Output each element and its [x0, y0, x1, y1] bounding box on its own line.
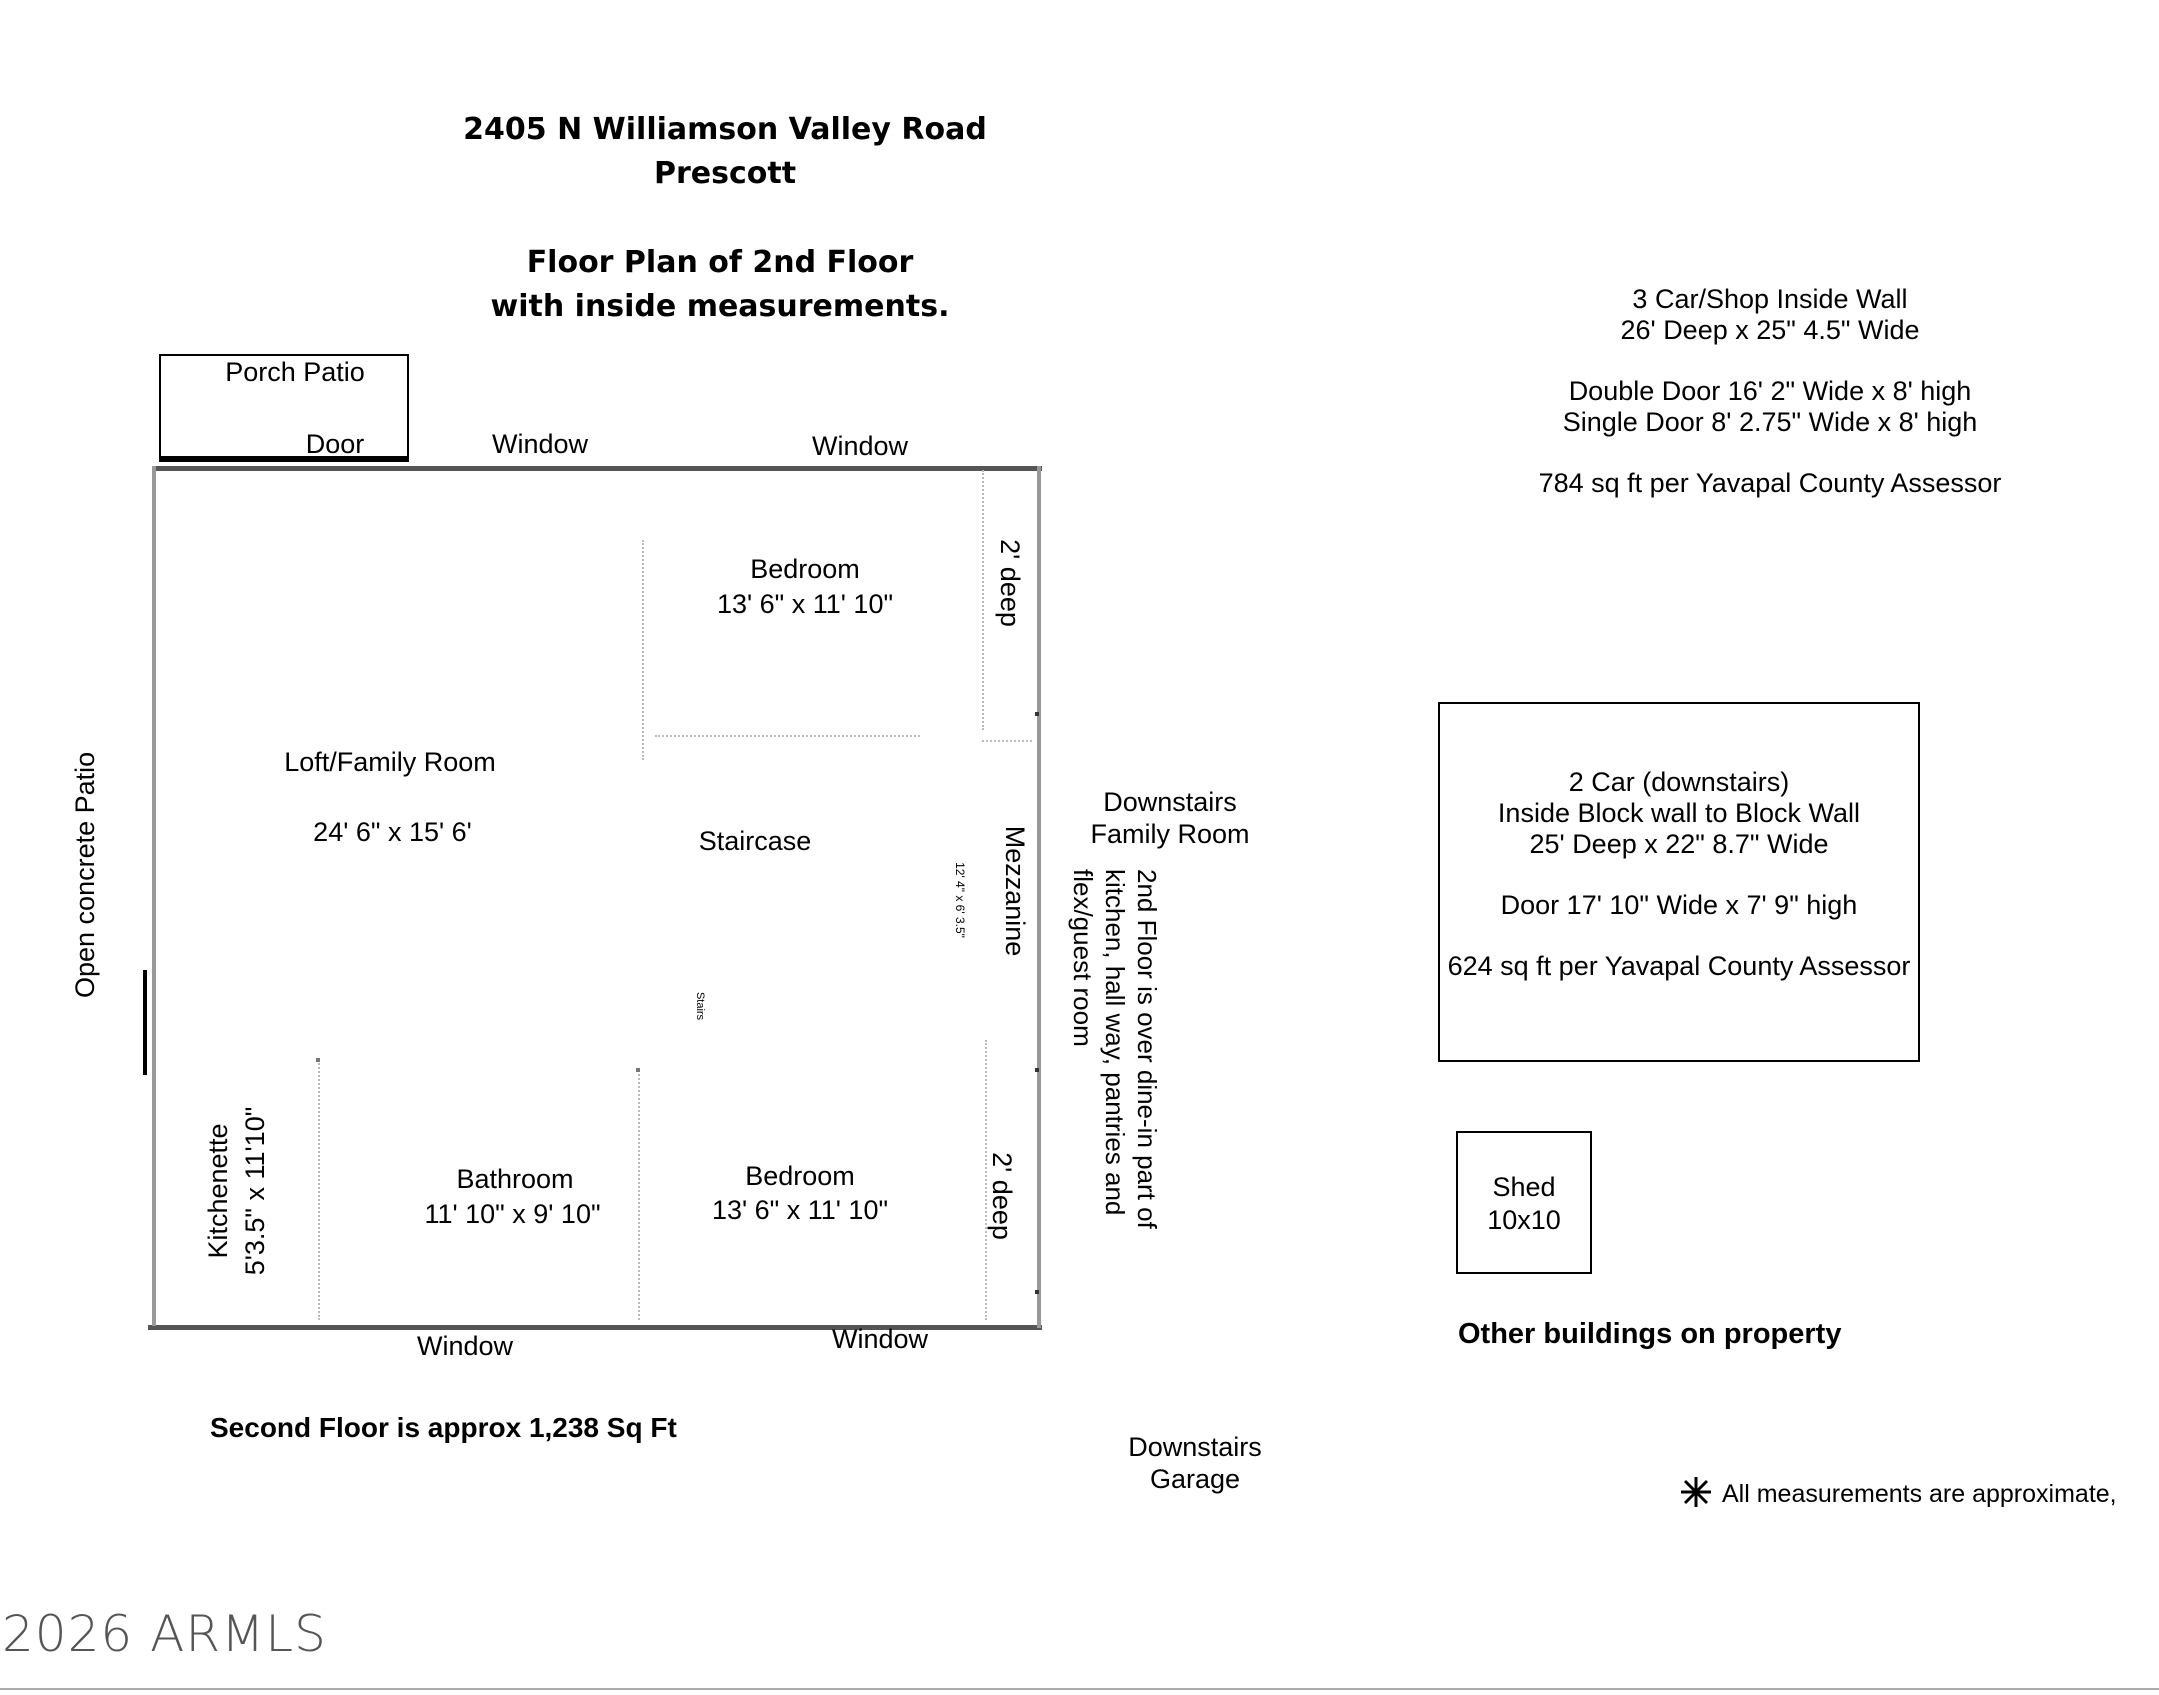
second-floor-note-line-2: kitchen, hall way, pantries and: [1100, 869, 1130, 1216]
bedroom-top-south-wall: [655, 735, 920, 737]
closet-top-wall: [982, 470, 984, 730]
window-bottom-right-label: Window: [831, 1324, 929, 1354]
shop-line-1: 3 Car/Shop Inside Wall: [1632, 284, 1908, 314]
wall-marker: [1035, 1068, 1039, 1072]
kitchenette-size: 5'3.5" x 11'10": [240, 1106, 270, 1276]
shed-line-2: 10x10: [1487, 1205, 1561, 1235]
downstairs-family-room-line-2: Family Room: [1090, 819, 1250, 849]
mezzanine-label: Mezzanine: [1000, 825, 1030, 957]
garage2-line-4: Door 17' 10" Wide x 7' 9" high: [1500, 890, 1858, 920]
shop-spacer: [1490, 346, 2050, 376]
downstairs-family-room-line-1: Downstairs: [1103, 787, 1237, 817]
bedroom-top-name: Bedroom: [750, 554, 860, 584]
shop-line-5: 784 sq ft per Yavapal County Assessor: [1538, 468, 2002, 498]
garage2-spacer: [1442, 921, 1916, 951]
wall-marker: [1035, 1290, 1039, 1294]
shed-line-1: Shed: [1492, 1172, 1556, 1202]
plan-title: Floor Plan of 2nd Floor with inside meas…: [470, 241, 970, 329]
shop-line-3: Double Door 16' 2" Wide x 8' high: [1568, 376, 1972, 406]
second-floor-note-line-1: 2nd Floor is over dine-in part of: [1132, 869, 1162, 1229]
staircase-label: Staircase: [698, 826, 812, 856]
garage2-line-5: 624 sq ft per Yavapal County Assessor: [1447, 951, 1911, 981]
mezzanine-size-label: 12' 4" x 6' 3.5": [953, 862, 967, 938]
asterisk-icon: [1677, 1473, 1715, 1511]
shed-box: [1456, 1131, 1592, 1274]
garage2-line-1: 2 Car (downstairs): [1568, 767, 1790, 797]
closet-top-label: 2' deep: [995, 539, 1025, 627]
bedroom-bottom-size: 13' 6" x 11' 10": [711, 1195, 889, 1225]
plan-title-line-2: with inside measurements.: [490, 289, 950, 324]
shed-info: Shed 10x10: [1460, 1171, 1588, 1237]
wall-marker: [636, 1068, 640, 1072]
wall-marker: [316, 1058, 320, 1062]
shop-line-2: 26' Deep x 25" 4.5" Wide: [1620, 315, 1920, 345]
garage2-spacer: [1442, 860, 1916, 890]
scan-edge: [0, 1688, 2159, 1690]
loft-name: Loft/Family Room: [284, 747, 496, 777]
kitchenette-name: Kitchenette: [203, 1123, 233, 1259]
disclaimer-text: All measurements are approximate,: [1722, 1480, 2117, 1508]
wall-marker: [1035, 712, 1039, 716]
door-label: Door: [305, 429, 365, 459]
garage2-line-3: 25' Deep x 22" 8.7" Wide: [1529, 829, 1829, 859]
closet-bottom-label: 2' deep: [987, 1152, 1017, 1240]
plan-title-line-1: Floor Plan of 2nd Floor: [526, 245, 914, 280]
address-line-2: Prescott: [653, 156, 797, 191]
shop-info: 3 Car/Shop Inside Wall 26' Deep x 25" 4.…: [1490, 284, 2050, 499]
kitchenette-east-wall: [318, 1060, 320, 1320]
other-buildings-label: Other buildings on property: [1458, 1318, 1842, 1350]
two-car-garage-info: 2 Car (downstairs) Inside Block wall to …: [1442, 767, 1916, 982]
plan-wall-top: [156, 466, 1042, 471]
second-floor-note: 2nd Floor is over dine-in part of kitche…: [1067, 869, 1163, 1229]
two-car-garage-box: [1438, 702, 1920, 1062]
window-top-left-label: Window: [491, 429, 589, 459]
downstairs-family-room: Downstairs Family Room: [1070, 786, 1270, 850]
bathroom-east-wall: [638, 1070, 640, 1320]
loft-size: 24' 6" x 15' 6': [313, 817, 472, 847]
second-floor-total: Second Floor is approx 1,238 Sq Ft: [210, 1412, 677, 1443]
plan-wall-right: [1037, 466, 1041, 1328]
bathroom-name: Bathroom: [456, 1164, 574, 1194]
window-bottom-left-label: Window: [416, 1331, 514, 1361]
bedroom-top-size: 13' 6" x 11' 10": [716, 589, 894, 619]
plan-wall-bottom: [148, 1325, 1042, 1330]
downstairs-garage: Downstairs Garage: [1095, 1431, 1295, 1495]
downstairs-garage-line-1: Downstairs: [1128, 1432, 1262, 1462]
downstairs-garage-line-2: Garage: [1149, 1464, 1241, 1494]
address-title: 2405 N Williamson Valley Road Prescott: [455, 108, 995, 196]
porch-patio-label: Porch Patio: [225, 357, 365, 387]
plan-wall-left-patio: [143, 970, 147, 1075]
shop-line-4: Single Door 8' 2.75" Wide x 8' high: [1562, 407, 1978, 437]
porch-door-wall: [159, 456, 409, 462]
watermark: 2026 ARMLS: [2, 1605, 327, 1663]
window-top-right-label: Window: [811, 431, 909, 461]
closet-bottom-wall: [985, 1040, 987, 1320]
bedroom-top-west-wall: [642, 540, 644, 760]
shop-spacer: [1490, 438, 2050, 468]
second-floor-note-line-3: flex/guest room: [1068, 869, 1098, 1047]
bathroom-size: 11' 10" x 9' 10": [424, 1199, 601, 1229]
closet-top-south-wall: [982, 740, 1032, 742]
open-patio-label: Open concrete Patio: [70, 751, 100, 998]
bedroom-bottom-name: Bedroom: [745, 1161, 855, 1191]
stairs-small-label: Stairs: [694, 991, 706, 1021]
plan-wall-left: [152, 466, 156, 1326]
garage2-line-2: Inside Block wall to Block Wall: [1497, 798, 1861, 828]
address-line-1: 2405 N Williamson Valley Road: [463, 112, 987, 147]
